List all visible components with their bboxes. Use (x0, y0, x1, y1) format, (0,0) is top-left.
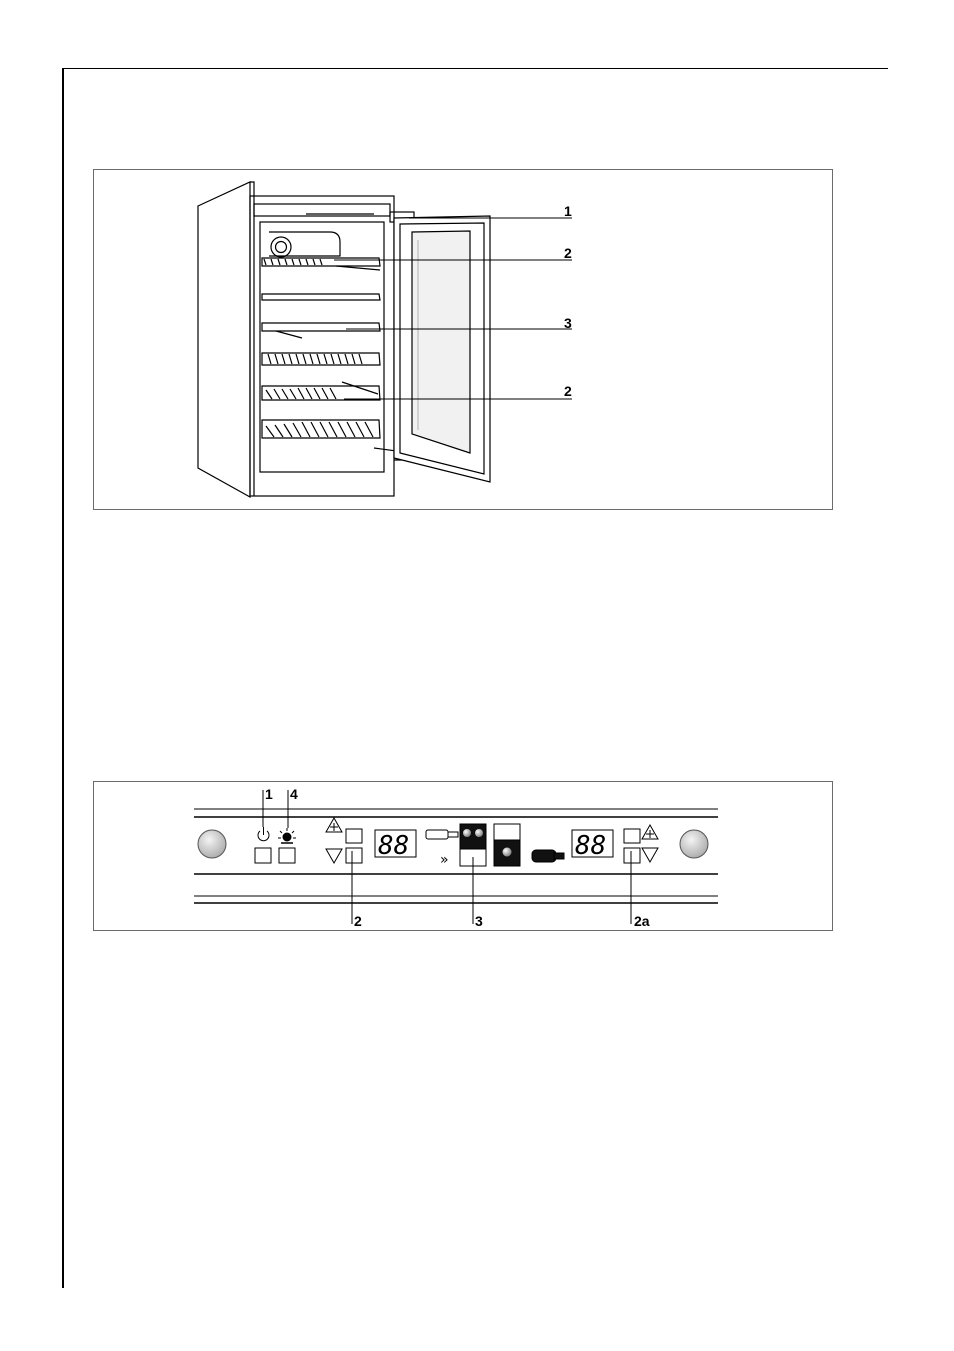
left-up-button (346, 829, 362, 843)
callout-3: 3 (564, 315, 572, 331)
bottle-filled-icon (532, 850, 564, 862)
left-knob (198, 830, 226, 858)
shelf-3 (262, 323, 380, 338)
callout-3: 3 (475, 913, 483, 929)
header-rule (62, 68, 888, 69)
control-panel-drawing: 88 88 » 1 4 2 3 2a (94, 782, 832, 930)
control-panel-figure: 88 88 » 1 4 2 3 2a (93, 781, 833, 931)
callout-4: 4 (290, 786, 298, 802)
callout-1: 1 (564, 203, 572, 219)
shelf-5 (262, 382, 380, 400)
fan-icon (271, 237, 291, 257)
left-down-button (346, 848, 362, 863)
light-icon (278, 828, 296, 843)
cabinet-side-panel (198, 182, 250, 497)
right-down-button (624, 848, 640, 863)
power-button (255, 848, 271, 863)
indicator-dot (463, 829, 471, 837)
shelf-6 (262, 420, 380, 438)
callout-2a: 2a (634, 913, 650, 929)
shelves (262, 258, 380, 438)
right-display-value: 88 (575, 831, 606, 861)
margin-rule (62, 68, 64, 1288)
shelf-2 (262, 294, 380, 300)
indicator-dot (475, 829, 483, 837)
light-button (279, 848, 295, 863)
callout-2b: 2 (564, 383, 572, 399)
mode-indicator-top (460, 824, 486, 849)
callout-1: 1 (265, 786, 273, 802)
door (394, 216, 490, 482)
left-down-icon (326, 849, 342, 863)
shelf-4 (262, 353, 380, 365)
bottle-outline-icon (426, 830, 458, 839)
appliance-figure: 1 2 3 2 (93, 169, 833, 510)
right-up-button (624, 829, 640, 843)
left-display-value: 88 (378, 831, 409, 861)
right-knob (680, 830, 708, 858)
callout-2: 2 (564, 245, 572, 261)
appliance-drawing: 1 2 3 2 (94, 170, 832, 509)
right-down-icon (642, 848, 658, 862)
cabinet-frame (250, 196, 394, 496)
chevron-icon: » (440, 852, 449, 868)
callout-2: 2 (354, 913, 362, 929)
indicator-dot (503, 848, 512, 857)
